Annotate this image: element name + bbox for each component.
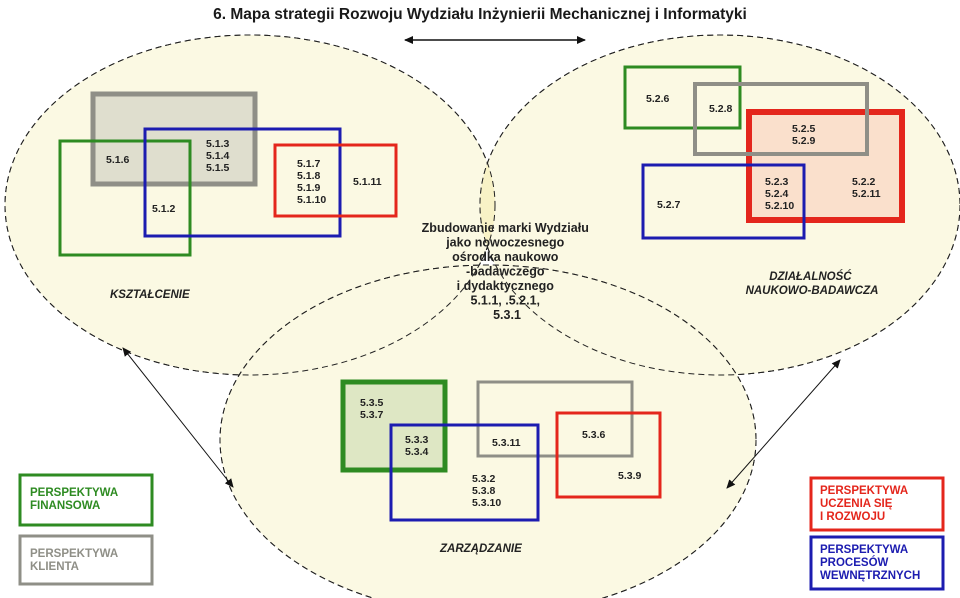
code-523: 5.2.3 5.2.4 5.2.10	[765, 176, 794, 212]
svg-text:PERSPEKTYWA FINANSOWA: PERSPEKTYWA FINANSOWA	[30, 487, 121, 512]
code-526: 5.2.6	[646, 93, 670, 105]
box-516-gray	[90, 91, 258, 187]
code-522: 5.2.2 5.2.11	[852, 176, 881, 200]
center-goal-text: Zbudowanie marki Wydziału jako nowoczesn…	[422, 221, 593, 322]
legend-procesow: PERSPEKTYWA PROCESÓW WEWNĘTRZNYCH	[809, 535, 945, 591]
code-532: 5.3.2 5.3.8 5.3.10	[472, 473, 501, 509]
code-525: 5.2.5 5.2.9	[792, 123, 818, 147]
box-5311-gray	[476, 380, 634, 458]
code-527: 5.2.7	[657, 199, 681, 211]
box-533-blue	[389, 423, 540, 522]
code-539: 5.3.9	[618, 470, 642, 482]
svg-text:PERSPEKTYWA PROCESÓW: PERSPEKTYWA PROCESÓW WEWNĘTRZNYCH	[820, 544, 920, 582]
box-525-red	[746, 109, 905, 223]
code-5111: 5.1.11	[353, 176, 382, 188]
label-ksztalcenie: KSZTAŁCENIE	[110, 289, 190, 301]
code-528: 5.2.8	[709, 103, 733, 115]
code-512: 5.1.2	[152, 203, 176, 215]
page-title: 6. Mapa strategii Rozwoju Wydziału Inżyn…	[213, 6, 747, 23]
box-512-green	[58, 139, 192, 257]
code-517: 5.1.7 5.1.8 5.1.9 5.1.10	[297, 158, 326, 206]
code-536: 5.3.6	[582, 429, 606, 441]
code-513: 5.1.3 5.1.4 5.1.5	[206, 138, 232, 174]
code-533: 5.3.3 5.3.4	[405, 434, 431, 458]
code-5311: 5.3.11	[492, 437, 521, 449]
box-527-blue	[641, 163, 806, 240]
legend-uczenia: PERSPEKTYWA UCZENIA SIĘ I ROZWOJU	[809, 476, 945, 532]
box-536-red	[555, 411, 662, 499]
label-dzialalnosc: DZIAŁALNOŚĆ NAUKOWO-BADAWCZA	[746, 270, 879, 297]
arrow-right	[726, 359, 841, 489]
box-528-gray-overlay	[693, 82, 869, 156]
box-526-green	[623, 65, 742, 130]
box-517-red	[273, 143, 398, 218]
code-535: 5.3.5 5.3.7	[360, 397, 386, 421]
label-zarzadzanie: ZARZĄDZANIE	[439, 543, 522, 555]
legend-finansowa: PERSPEKTYWA FINANSOWA	[18, 473, 154, 527]
code-516: 5.1.6	[106, 154, 130, 166]
svg-text:PERSPEKTYWA UCZENIA SIĘ: PERSPEKTYWA UCZENIA SIĘ I ROZWOJU	[820, 485, 911, 523]
legend-klienta: PERSPEKTYWA KLIENTA	[18, 534, 154, 586]
svg-text:PERSPEKTYWA KLIENTA: PERSPEKTYWA KLIENTA	[30, 548, 121, 573]
arrow-left	[122, 347, 234, 488]
box-513-blue	[143, 127, 342, 238]
